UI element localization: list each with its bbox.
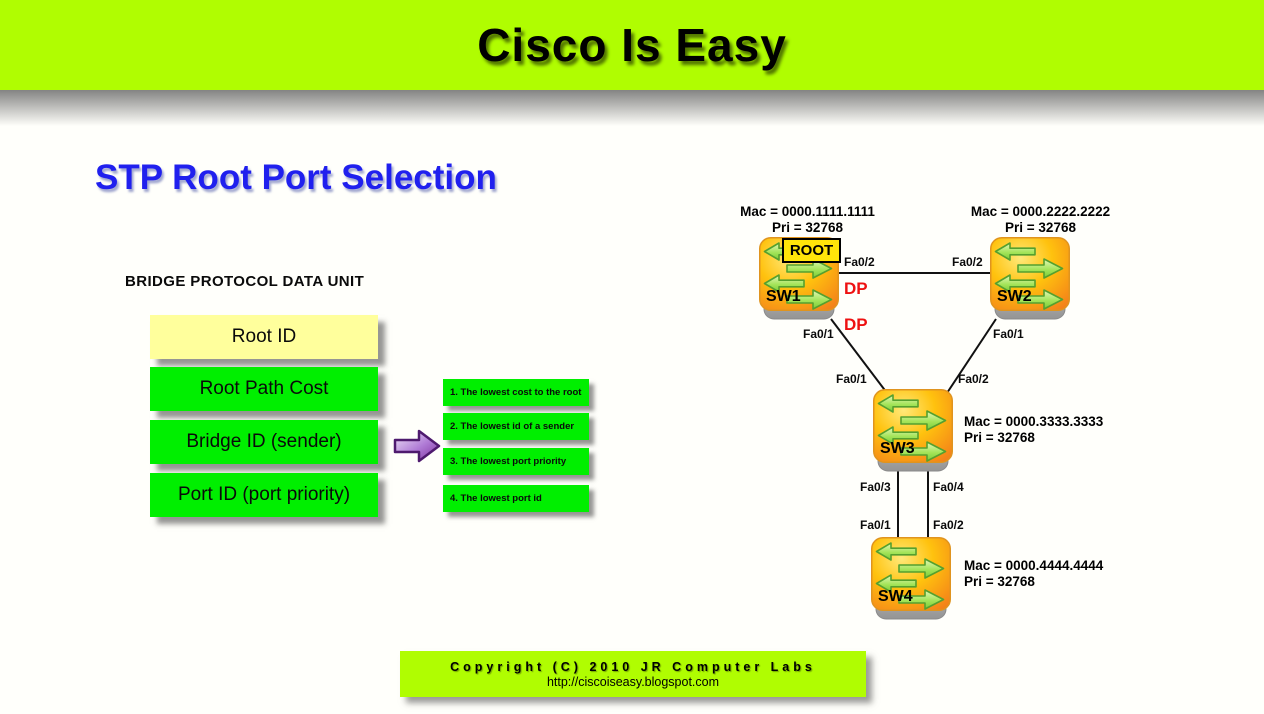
copyright-url: http://ciscoiseasy.blogspot.com: [546, 674, 720, 689]
switch-sw3: SW3: [873, 389, 953, 473]
banner: Cisco Is Easy: [0, 0, 1264, 90]
switch-sw4: SW4: [871, 537, 951, 621]
dp-label-1: DP: [844, 279, 868, 298]
port-label-sw1-fa01: Fa0/1: [803, 327, 834, 341]
sw1-mac: Mac = 0000.1111.1111: [740, 204, 875, 219]
sw2-mac: Mac = 0000.2222.2222: [970, 204, 1111, 219]
port-label-sw3-fa03: Fa0/3: [860, 480, 891, 494]
switch-label-sw1: SW1: [766, 288, 801, 305]
sw4-pri: Pri = 32768: [964, 574, 1035, 590]
sw3-pri: Pri = 32768: [964, 430, 1035, 446]
sw4-mac: Mac = 0000.4444.4444: [964, 558, 1104, 573]
criteria-item-4: 4. The lowest port id: [443, 485, 589, 512]
switch-icon: [873, 389, 953, 472]
switch-label-sw3: SW3: [880, 440, 915, 457]
banner-shadow: [0, 90, 1264, 126]
switch-icon: [871, 537, 951, 620]
page-title: STP Root Port Selection: [95, 158, 497, 197]
bpdu-field-port-id: Port ID (port priority): [150, 473, 378, 517]
site-title: Cisco Is Easy: [477, 19, 787, 71]
sw1-pri: Pri = 32768: [772, 220, 843, 236]
switch-label-sw4: SW4: [878, 588, 913, 605]
port-label-sw3-fa04: Fa0/4: [933, 480, 964, 494]
criteria-item-3: 3. The lowest port priority: [443, 448, 589, 475]
port-label-sw3-fa01: Fa0/1: [836, 372, 867, 386]
dp-label-2: DP: [844, 315, 868, 334]
port-label-sw2-fa02: Fa0/2: [952, 255, 983, 269]
switch-icon: [990, 237, 1070, 320]
arrow-right-icon: [393, 429, 441, 463]
port-label-sw4-fa02: Fa0/2: [933, 518, 964, 532]
sw2-pri: Pri = 32768: [1005, 220, 1076, 236]
criteria-item-1: 1. The lowest cost to the root: [443, 379, 589, 406]
sw2-mac-pri: Mac = 0000.2222.2222 Pri = 32768: [953, 204, 1128, 236]
copyright-box: Copyright (C) 2010 JR Computer Labs http…: [400, 651, 866, 697]
sw4-mac-pri: Mac = 0000.4444.4444 Pri = 32768: [964, 558, 1103, 590]
switch-sw2: SW2: [990, 237, 1070, 321]
bpdu-field-root-path-cost: Root Path Cost: [150, 367, 378, 411]
bpdu-field-root-id: Root ID: [150, 315, 378, 359]
criteria-item-2: 2. The lowest id of a sender: [443, 413, 589, 440]
bpdu-heading: BRIDGE PROTOCOL DATA UNIT: [125, 273, 365, 290]
port-label-sw2-fa01: Fa0/1: [993, 327, 1024, 341]
sw1-mac-pri: Mac = 0000.1111.1111 Pri = 32768: [720, 204, 895, 236]
port-label-sw4-fa01: Fa0/1: [860, 518, 891, 532]
port-label-sw1-fa02: Fa0/2: [844, 255, 875, 269]
switch-label-sw2: SW2: [997, 288, 1032, 305]
port-label-sw3-fa02: Fa0/2: [958, 372, 989, 386]
sw3-mac-pri: Mac = 0000.3333.3333 Pri = 32768: [964, 414, 1103, 446]
copyright-text: Copyright (C) 2010 JR Computer Labs: [450, 659, 816, 674]
root-badge: ROOT: [782, 238, 841, 263]
sw3-mac: Mac = 0000.3333.3333: [964, 414, 1104, 429]
bpdu-field-bridge-id: Bridge ID (sender): [150, 420, 378, 464]
